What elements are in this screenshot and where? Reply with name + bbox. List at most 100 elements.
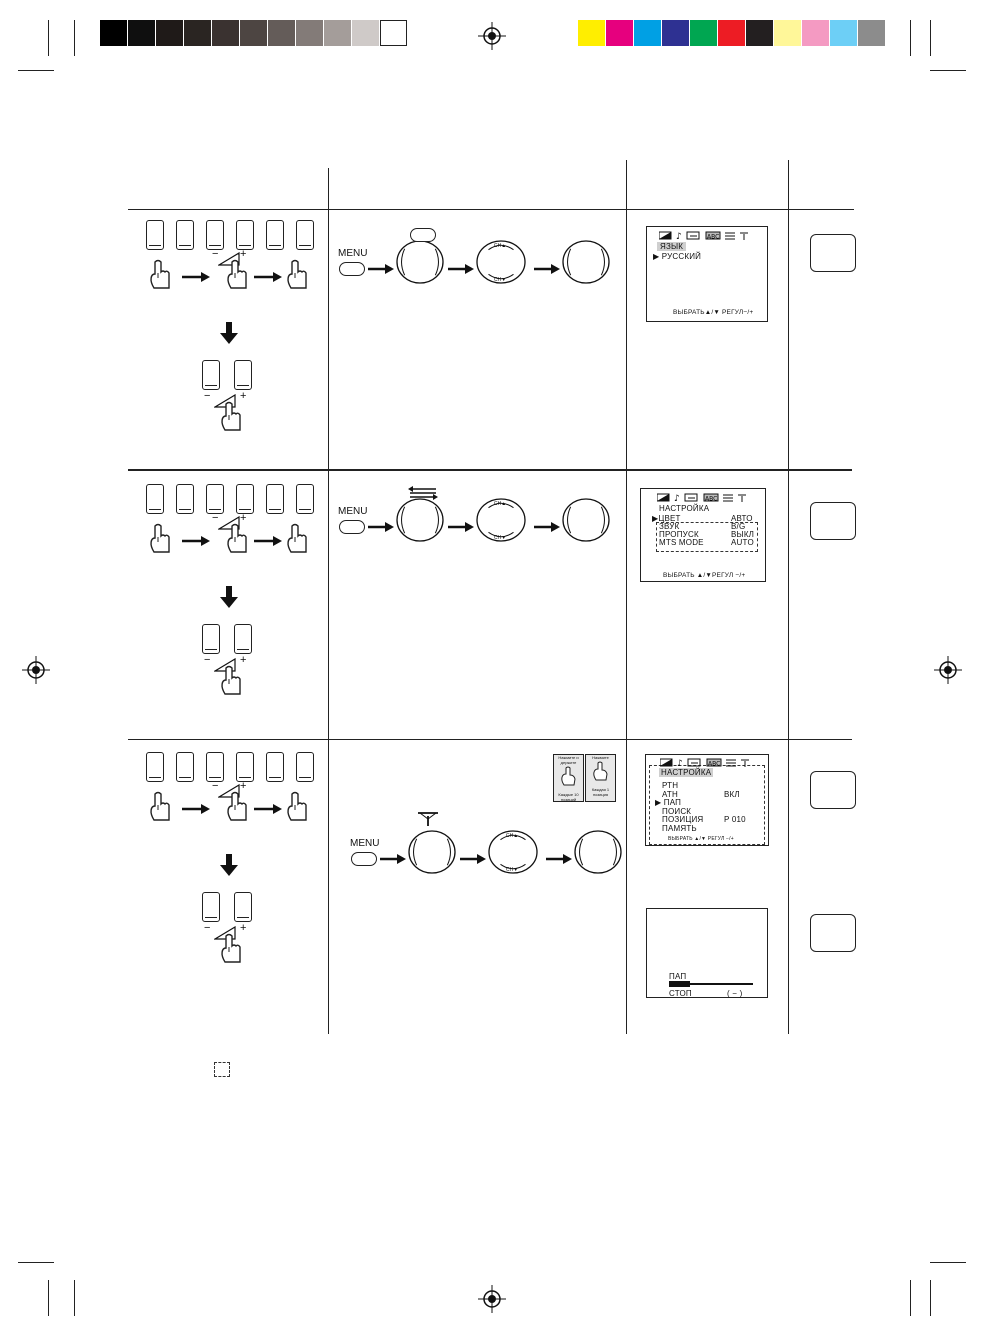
tv-set-box (810, 502, 856, 540)
key-button[interactable] (176, 752, 194, 782)
ch-up-label: CH▲ (506, 833, 519, 839)
osd-icon-row: ♪ABC (659, 758, 756, 770)
volume-ramp-icon (214, 926, 236, 940)
key-button[interactable] (236, 752, 254, 782)
key-button[interactable] (236, 484, 254, 514)
volume-ramp-icon (214, 394, 236, 408)
crop-mark (48, 20, 49, 56)
hand-icon (561, 766, 576, 786)
osd-title: НАСТРОЙКА (659, 504, 710, 513)
key-button[interactable] (202, 624, 220, 654)
registration-mark-icon (934, 656, 962, 684)
registration-mark-icon (22, 656, 50, 684)
key-button[interactable] (266, 220, 284, 250)
key-button[interactable] (146, 752, 164, 782)
key-button[interactable] (202, 892, 220, 922)
osd-row-value: P 010 (724, 815, 746, 824)
key-button[interactable] (234, 624, 252, 654)
key-button[interactable] (266, 752, 284, 782)
volume-ramp-icon (218, 516, 240, 530)
ch-up-label: CH▲ (494, 501, 507, 507)
key-button[interactable] (234, 892, 252, 922)
key-button[interactable] (234, 360, 252, 390)
remote-dial-icon[interactable] (562, 498, 610, 542)
plus-sign: + (240, 780, 247, 792)
arrow-right-icon (448, 522, 474, 532)
menu-button[interactable] (339, 520, 365, 534)
tv-set-box (810, 234, 856, 272)
key-button[interactable] (296, 220, 314, 250)
osd-title: НАСТРОЙКА (659, 768, 714, 777)
minus-sign: − (204, 390, 211, 402)
arrow-right-icon (448, 264, 474, 274)
gray-swatch (380, 20, 407, 46)
setup-button[interactable] (410, 228, 436, 242)
hand-icon (227, 259, 247, 289)
arrow-right-icon (182, 804, 210, 814)
remote-dial-icon[interactable] (574, 830, 622, 874)
remote-dial-icon[interactable] (396, 240, 444, 284)
menu-label: MENU (338, 506, 368, 517)
key-button[interactable] (176, 220, 194, 250)
key-button[interactable] (206, 484, 224, 514)
crop-mark (910, 20, 911, 56)
color-swatch (606, 20, 633, 46)
tuning-icon (408, 486, 438, 500)
gray-swatch (352, 20, 379, 46)
osd-row-label: ПАМЯТЬ (662, 823, 697, 833)
menu-button[interactable] (351, 852, 377, 866)
remote-dial-icon[interactable] (476, 240, 526, 284)
remote-dial-icon[interactable] (562, 240, 610, 284)
instruction-card-left: Нажмите и держите Каждые 10 позиций (553, 754, 584, 802)
svg-text:ABC: ABC (707, 234, 719, 241)
hand-icon (221, 933, 241, 963)
color-swatch (802, 20, 829, 46)
osd-icon-row: ♪ABC (658, 231, 755, 243)
key-button[interactable] (146, 484, 164, 514)
color-swatch (690, 20, 717, 46)
plus-sign: + (240, 248, 247, 260)
svg-text:ABC: ABC (708, 761, 720, 768)
key-button[interactable] (296, 484, 314, 514)
key-button[interactable] (176, 484, 194, 514)
gray-swatch (212, 20, 239, 46)
arrow-right-icon (254, 536, 282, 546)
instruction-card-right: Нажмите Каждая 1 позиция (585, 754, 616, 802)
arrow-right-icon (182, 272, 210, 282)
key-button[interactable] (206, 752, 224, 782)
osd-title: ЯЗЫК (657, 242, 687, 251)
remote-dial-icon[interactable] (408, 830, 456, 874)
arrow-right-icon (254, 272, 282, 282)
osd-menu-icons: ♪ABC (656, 493, 746, 504)
osd-menu-icons: ♪ABC (658, 231, 748, 242)
volume-ramp-icon (214, 658, 236, 672)
crop-mark (930, 1262, 966, 1263)
remote-dial-icon[interactable] (488, 830, 538, 874)
color-swatch (662, 20, 689, 46)
key-button[interactable] (202, 360, 220, 390)
crop-mark (930, 1280, 931, 1316)
arrow-right-icon (368, 264, 394, 274)
arrow-down-icon (220, 586, 238, 608)
color-swatch (578, 20, 605, 46)
remote-dial-icon[interactable] (396, 498, 444, 542)
crop-mark (74, 1280, 75, 1316)
minus-sign: − (212, 780, 219, 792)
color-swatch (774, 20, 801, 46)
crop-mark (930, 70, 966, 71)
remote-dial-icon[interactable] (476, 498, 526, 542)
osd-row-label: ▶ ПАП (655, 798, 682, 807)
key-button[interactable] (146, 220, 164, 250)
key-button[interactable] (236, 220, 254, 250)
key-button[interactable] (266, 484, 284, 514)
color-swatch (830, 20, 857, 46)
arrow-right-icon (380, 854, 406, 864)
card-bottom-text: Каждые 10 позиций (558, 792, 579, 802)
osd-item: ▶ РУССКИЙ (653, 252, 702, 261)
menu-button[interactable] (339, 262, 365, 276)
key-button[interactable] (296, 752, 314, 782)
arrow-right-icon (546, 854, 572, 864)
minus-sign: − (212, 512, 219, 524)
key-button[interactable] (206, 220, 224, 250)
